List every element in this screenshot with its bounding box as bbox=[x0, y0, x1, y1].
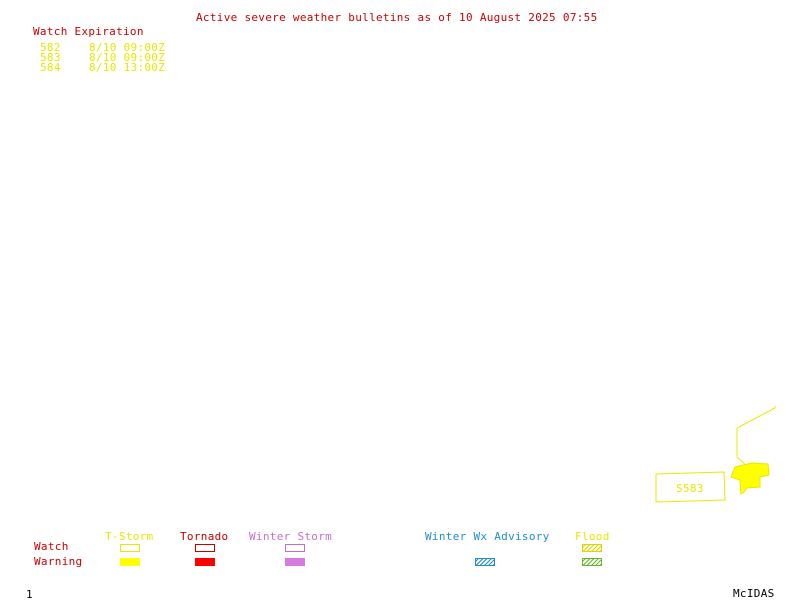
legend-col-tornado: Tornado bbox=[180, 530, 229, 543]
tstorm-watch-swatch bbox=[120, 544, 140, 552]
watch-row-id: 584 bbox=[40, 61, 61, 74]
legend-col-tstorm: T-Storm bbox=[105, 530, 154, 543]
watch-outline bbox=[736, 406, 776, 467]
watch-row-id: 583 bbox=[40, 51, 61, 64]
warning-polygon bbox=[730, 462, 770, 495]
legend-row-warning: Warning bbox=[34, 555, 83, 568]
winter-storm-warning-swatch bbox=[285, 558, 305, 566]
tornado-watch-swatch bbox=[195, 544, 215, 552]
watch-row-time: 8/10 09:00Z bbox=[89, 51, 166, 64]
watch-box bbox=[655, 471, 726, 503]
flood-warning-swatch bbox=[582, 558, 602, 566]
brand-label: McIDAS bbox=[733, 587, 775, 600]
watch-expiration-heading: Watch Expiration bbox=[33, 25, 144, 38]
flood-watch-swatch bbox=[582, 544, 602, 552]
watch-row-time: 8/10 09:00Z bbox=[89, 41, 166, 54]
watch-box-label: S583 bbox=[676, 482, 704, 495]
legend-col-winter-storm: Winter Storm bbox=[249, 530, 333, 543]
page-title: Active severe weather bulletins as of 10… bbox=[196, 11, 598, 24]
legend-col-winter-wx-advisory: Winter Wx Advisory bbox=[425, 530, 550, 543]
watch-row-id: 582 bbox=[40, 41, 61, 54]
frame-number: 1 bbox=[26, 588, 33, 601]
legend-row-watch: Watch bbox=[34, 540, 69, 553]
legend-col-flood: Flood bbox=[575, 530, 610, 543]
tstorm-warning-swatch bbox=[120, 558, 140, 566]
tornado-warning-swatch bbox=[195, 558, 215, 566]
winter-storm-watch-swatch bbox=[285, 544, 305, 552]
winter-wx-advisory-swatch bbox=[475, 558, 495, 566]
watch-row-time: 8/10 13:00Z bbox=[89, 61, 166, 74]
